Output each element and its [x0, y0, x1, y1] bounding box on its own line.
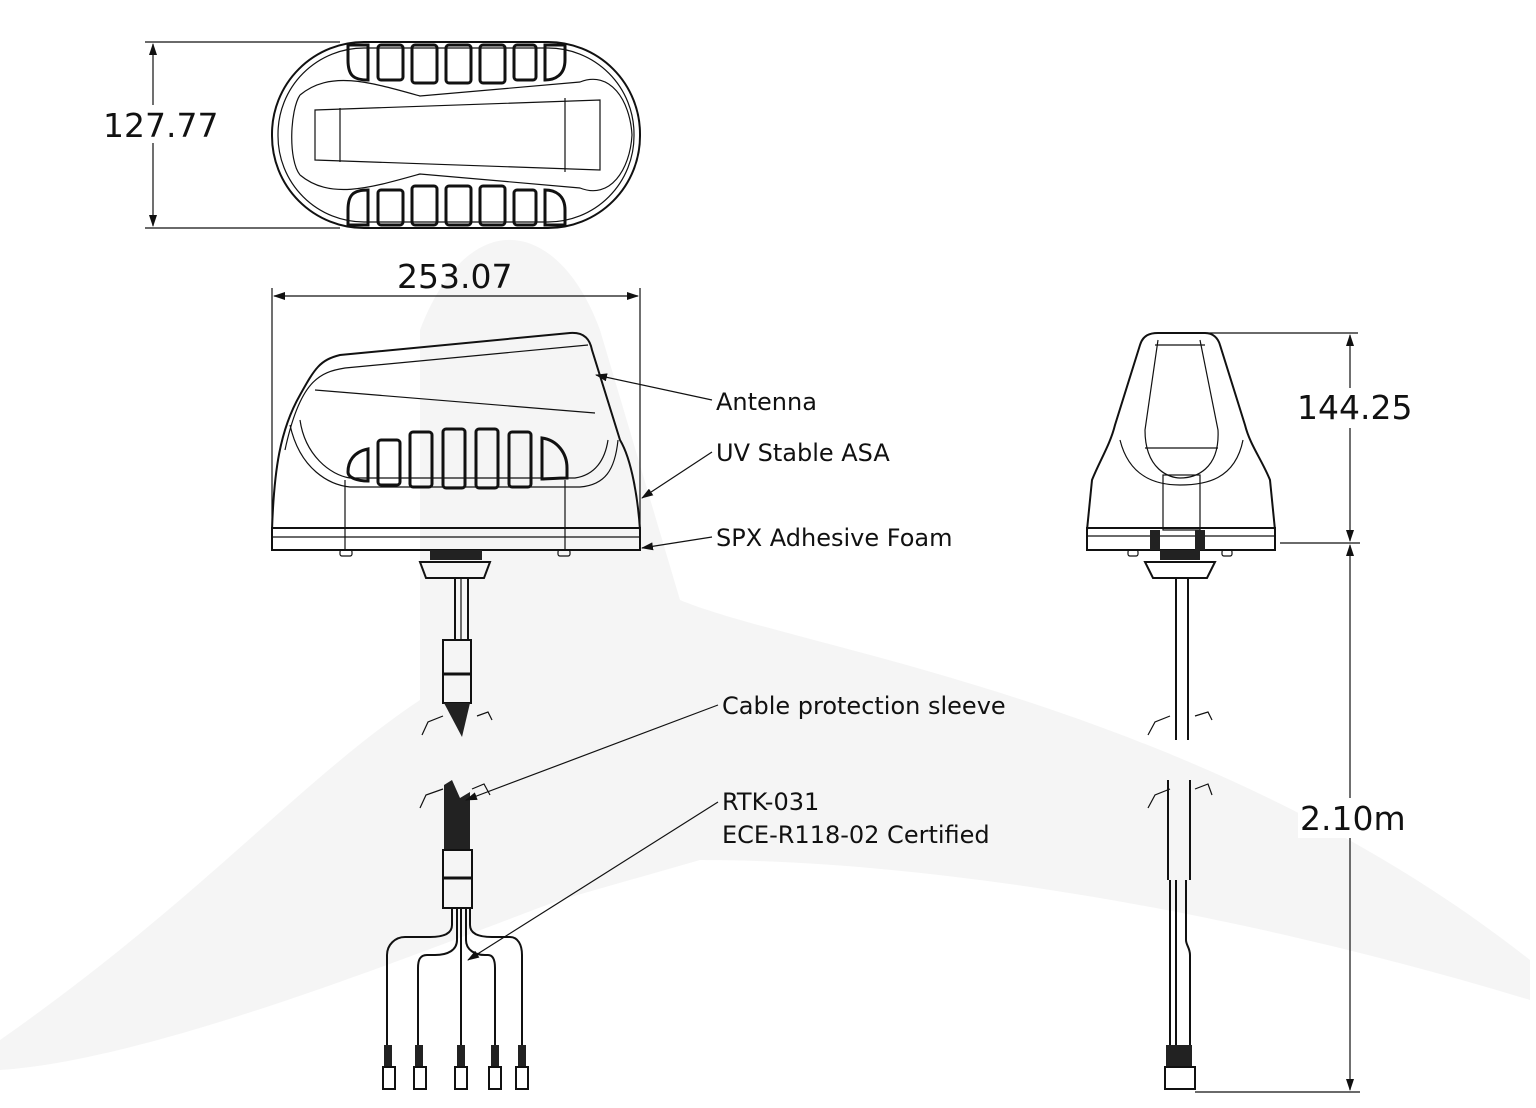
callout-certification: ECE-R118-02 Certified: [722, 821, 990, 849]
top-view: [271, 41, 641, 229]
sma-connectors: [382, 1045, 529, 1090]
cable-fanout: [386, 908, 523, 1050]
watermark: [0, 239, 1530, 1070]
callouts: Antenna UV Stable ASA SPX Adhesive Foam …: [465, 373, 1006, 961]
side-view: [1086, 332, 1276, 1090]
callout-sleeve: Cable protection sleeve: [722, 692, 1006, 720]
dimension-height-label: 144.25: [1297, 388, 1412, 427]
front-vent-slots: [346, 427, 569, 490]
dimension-width-label: 127.77: [103, 106, 218, 145]
callout-housing: UV Stable ASA: [716, 439, 890, 467]
dimension-width: 127.77: [100, 41, 340, 229]
dimension-cable-length: 2.10m: [1195, 544, 1406, 1093]
callout-antenna: Antenna: [716, 388, 817, 416]
braided-sleeve: [444, 780, 470, 850]
dimension-length: 253.07: [271, 257, 641, 545]
callout-foam: SPX Adhesive Foam: [716, 524, 952, 552]
dimension-length-label: 253.07: [397, 257, 512, 296]
dimension-cable-length-label: 2.10m: [1300, 799, 1406, 838]
dimension-height: 144.25: [1205, 332, 1412, 544]
top-vent-slots-upper: [346, 43, 567, 85]
callout-model: RTK-031: [722, 788, 819, 816]
front-view: [271, 331, 641, 1090]
top-vent-slots-lower: [346, 184, 567, 227]
